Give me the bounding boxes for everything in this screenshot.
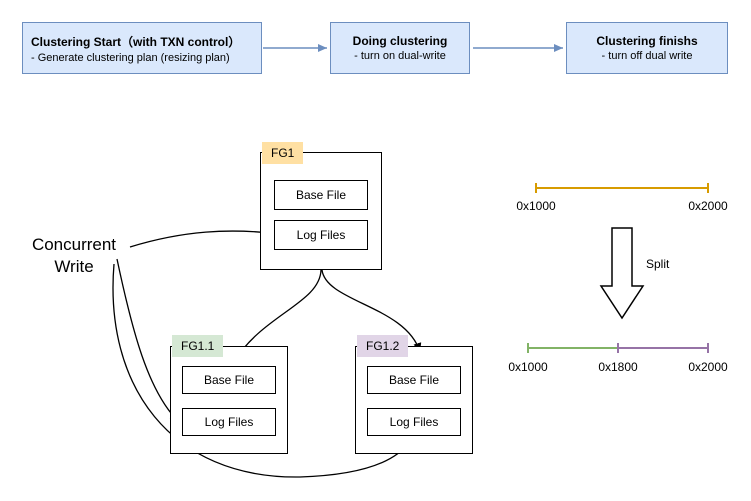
arrow-concurrent-to-fg1-logfiles bbox=[129, 228, 272, 248]
flow-step-clustering-start: Clustering Start（with TXN control） - Gen… bbox=[22, 22, 262, 74]
flow-step-doing-clustering: Doing clustering - turn on dual-write bbox=[330, 22, 470, 74]
flow-step-subtitle: - turn on dual-write bbox=[354, 50, 446, 62]
flow-step-title: Clustering Start（with TXN control） bbox=[31, 34, 241, 49]
flow-step-clustering-finish: Clustering finishs - turn off dual write bbox=[566, 22, 728, 74]
concurrent-write-label: Concurrent Write bbox=[31, 235, 117, 277]
fg1-log-files: Log Files bbox=[274, 220, 368, 250]
fg11-base-file: Base File bbox=[182, 366, 276, 394]
range-bottom-label-0x1800: 0x1800 bbox=[598, 360, 638, 374]
fg11-label: FG1.1 bbox=[172, 335, 224, 357]
fg1-base-file: Base File bbox=[274, 180, 368, 210]
fg12-container bbox=[355, 346, 473, 454]
flow-step-subtitle: - turn off dual write bbox=[601, 50, 693, 62]
fg12-base-file: Base File bbox=[367, 366, 461, 394]
range-top-start-label: 0x1000 bbox=[516, 199, 556, 213]
fg12-log-files: Log Files bbox=[367, 408, 461, 436]
key-range-bottom bbox=[527, 343, 709, 353]
split-label: Split bbox=[646, 257, 670, 271]
range-top-end-label: 0x2000 bbox=[688, 199, 728, 213]
fg12-label: FG1.2 bbox=[357, 335, 409, 357]
flow-step-title: Doing clustering bbox=[352, 34, 448, 48]
flow-step-title: Clustering finishs bbox=[596, 34, 698, 48]
flow-step-subtitle: - Generate clustering plan (resizing pla… bbox=[31, 51, 230, 64]
fg1-label: FG1 bbox=[262, 142, 304, 164]
fg1-container bbox=[260, 152, 382, 270]
range-bottom-label-0x1000: 0x1000 bbox=[508, 360, 548, 374]
key-range-top bbox=[535, 183, 709, 193]
split-block-arrow bbox=[599, 227, 645, 320]
fg11-container bbox=[170, 346, 288, 454]
fg11-log-files: Log Files bbox=[182, 408, 276, 436]
range-bottom-label-0x2000: 0x2000 bbox=[688, 360, 728, 374]
